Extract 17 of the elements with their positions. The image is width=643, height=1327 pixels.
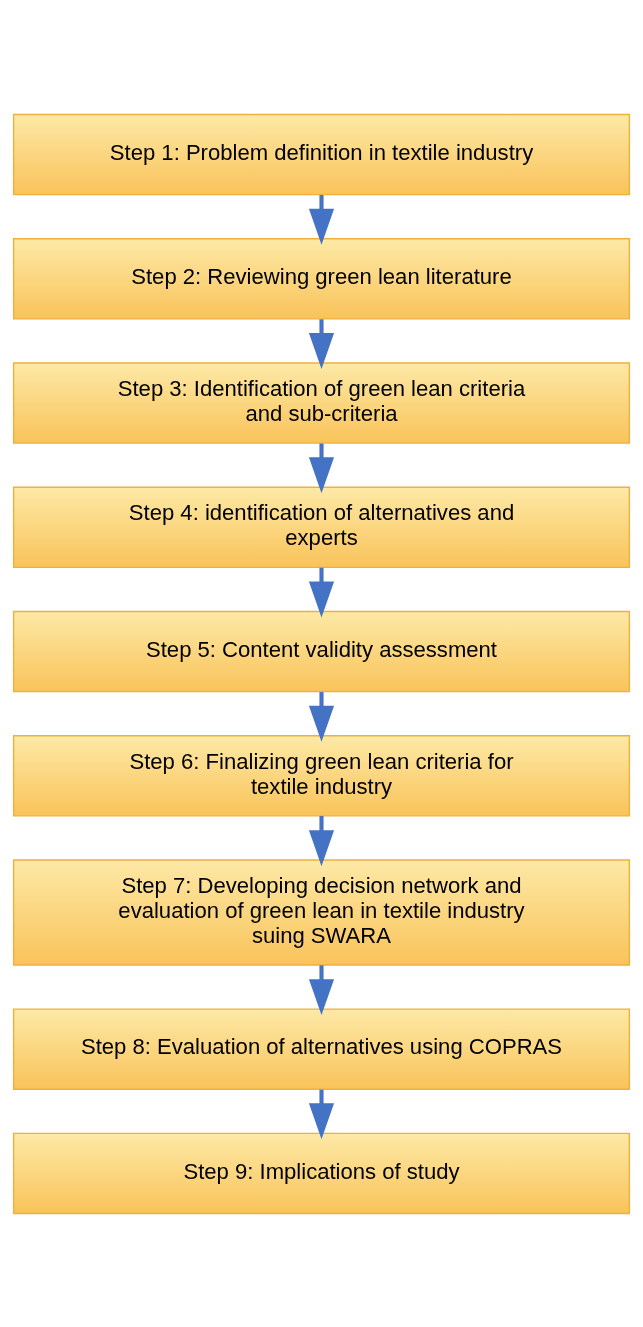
arrow [308, 194, 335, 245]
node-box: Step 3: Identification of green lean criteria and sub-criteria [12, 361, 631, 444]
arrow [308, 318, 335, 369]
node-box: Step 1: Problem definition in textile industry [12, 113, 631, 195]
node-box: Step 6: Finalizing green lean criteria for textile industry [12, 734, 631, 817]
node-box: Step 7: Developing decision network and evaluation of green lean in textile industry suing SWARA [12, 858, 631, 966]
arrow [308, 567, 335, 617]
arrow [308, 964, 335, 1015]
arrow [308, 691, 335, 742]
node-box: Step 8: Evaluation of alternatives using COPRAS [12, 1007, 631, 1090]
node-box: Step 4: identification of alternatives and experts [12, 486, 631, 568]
arrow [308, 1089, 335, 1139]
node-box: Step 2: Reviewing green lean literature [12, 237, 631, 320]
node-box: Step 5: Content validity assessment [12, 610, 631, 692]
arrow [308, 815, 335, 866]
arrow [308, 443, 335, 493]
node-box: Step 9: Implications of study [12, 1132, 631, 1214]
